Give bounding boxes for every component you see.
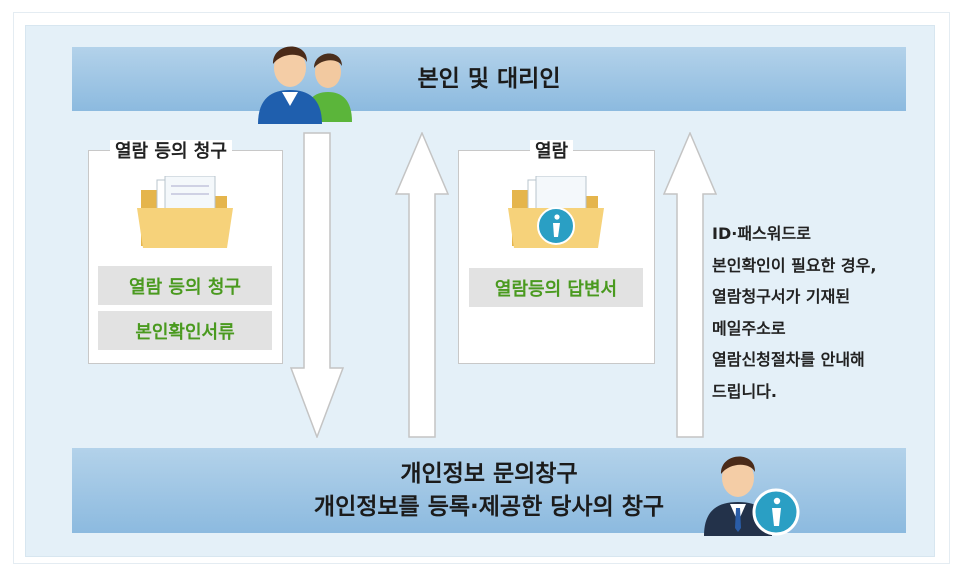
note-line: 열람신청절차를 안내해	[712, 350, 865, 369]
identity-doc-item: 본인확인서류	[98, 311, 272, 350]
folder-info-icon	[508, 176, 604, 248]
note-line: ID·패스워드로	[712, 224, 811, 243]
view-box-label: 열람	[530, 140, 574, 164]
note-line: 본인확인이 필요한 경우,	[712, 255, 877, 275]
top-band: 본인 및 대리인	[72, 47, 906, 111]
top-band-title: 본인 및 대리인	[417, 65, 561, 92]
note-line: 열람청구서가 기재된	[712, 287, 851, 306]
bottom-band-title: 개인정보 문의창구	[400, 460, 578, 487]
arrow-up-icon	[663, 132, 717, 438]
bottom-band-subtitle: 개인정보를 등록·제공한 당사의 창구	[313, 493, 665, 520]
request-box-label: 열람 등의 청구	[110, 140, 232, 164]
guidance-note: ID·패스워드로 본인확인이 필요한 경우, 열람청구서가 기재된 메일주소로 …	[712, 218, 876, 407]
note-line: 드립니다.	[712, 381, 777, 401]
answer-doc-item: 열람등의 답변서	[469, 268, 643, 307]
arrow-up-icon	[395, 132, 449, 438]
request-item: 열람 등의 청구	[98, 266, 272, 305]
note-line: 메일주소로	[712, 318, 786, 338]
view-box	[458, 150, 655, 364]
arrow-down-icon	[290, 132, 344, 438]
folder-documents-icon	[137, 176, 233, 248]
consultant-info-icon	[704, 456, 800, 536]
users-icon	[258, 46, 352, 124]
